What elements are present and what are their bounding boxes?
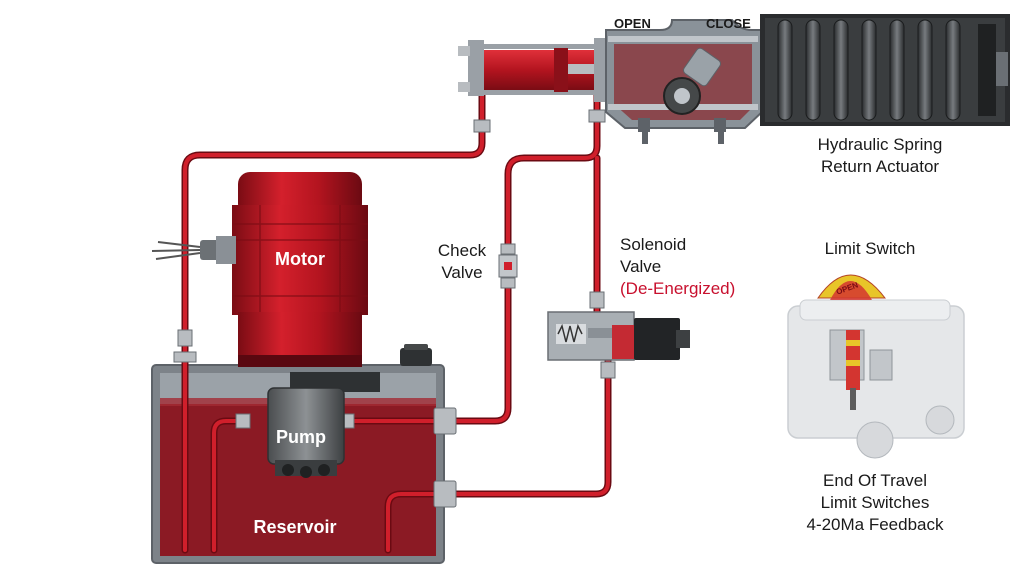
pump-label: Pump [275, 427, 326, 447]
check-label-line1: Check [437, 241, 487, 260]
pump [267, 372, 380, 478]
electric-motor [151, 172, 368, 367]
feedback-label-line1: End Of Travel [823, 471, 927, 490]
solenoid-valve [547, 311, 690, 361]
reservoir-label: Reservoir [253, 517, 337, 537]
spring-cartridge [760, 14, 1010, 126]
check-valve-label: Check Valve [432, 240, 492, 284]
actuator-label-line1: Hydraulic Spring [817, 135, 943, 154]
limit-switch-label: Limit Switch [824, 239, 916, 258]
filler-cap [400, 344, 432, 366]
motor-label: Motor [275, 249, 325, 269]
pipe-fittings [173, 109, 616, 508]
actuator-label-line2: Return Actuator [820, 157, 940, 176]
close-label: CLOSE [706, 16, 751, 31]
feedback-label: End Of Travel Limit Switches 4-20Ma Feed… [790, 470, 960, 536]
solenoid-valve-label: Solenoid Valve (De-Energized) [620, 234, 735, 300]
feedback-label-line3: 4-20Ma Feedback [806, 515, 944, 534]
solenoid-state: (De-Energized) [620, 279, 736, 298]
feedback-label-line2: Limit Switches [820, 493, 930, 512]
limit-switch [787, 274, 965, 459]
check-label-line2: Valve [441, 263, 483, 282]
open-label: OPEN [614, 16, 651, 31]
actuator-label: Hydraulic Spring Return Actuator [795, 134, 965, 178]
solenoid-label-line2: Valve [620, 257, 662, 276]
check-valve [498, 243, 518, 289]
hydraulic-lines [181, 81, 612, 554]
hydraulic-cylinder [458, 38, 608, 102]
actuator-housing [605, 19, 763, 144]
solenoid-label-line1: Solenoid [620, 235, 687, 254]
